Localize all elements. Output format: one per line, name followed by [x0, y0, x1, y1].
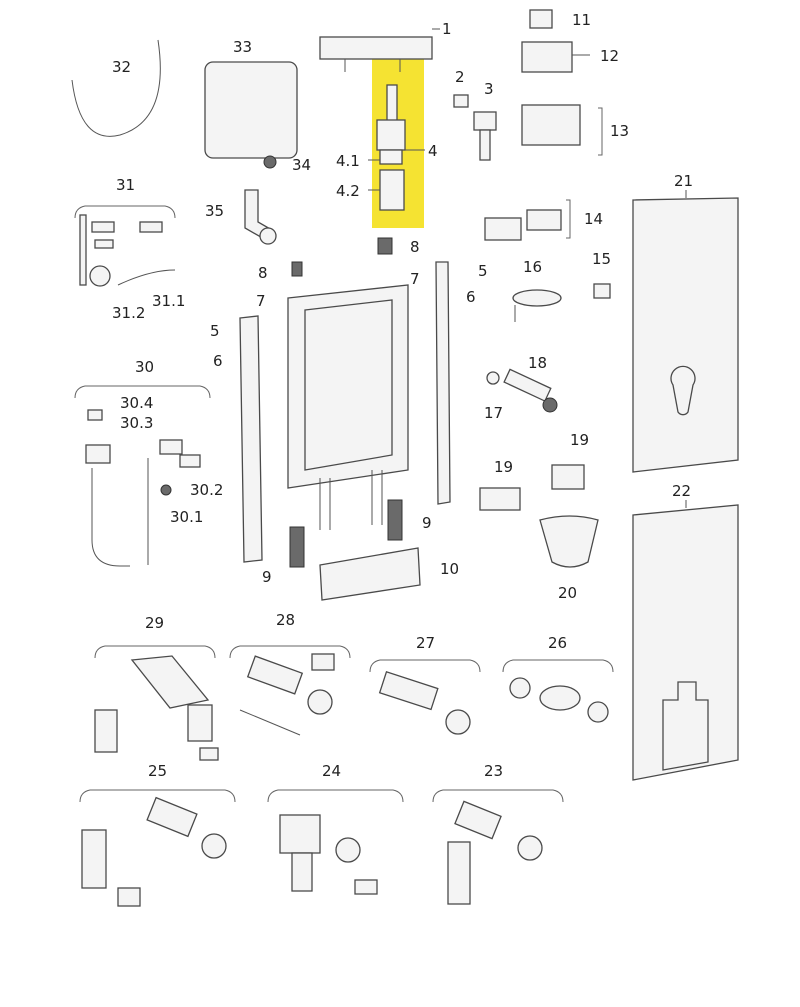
part-20-handle[interactable]	[539, 515, 599, 568]
label-12: 12	[600, 47, 619, 65]
label-19-b: 19	[570, 431, 589, 449]
part-23-bend-set[interactable]	[447, 800, 543, 905]
part-1-actuator-plate[interactable]	[319, 36, 433, 72]
label-33: 33	[233, 38, 252, 56]
part-19-cover-right[interactable]	[551, 464, 585, 490]
part-9-left[interactable]	[289, 526, 305, 568]
part-13-flush-mechanism[interactable]	[521, 104, 581, 146]
label-13: 13	[610, 122, 629, 140]
label-4-2: 4.2	[336, 182, 360, 200]
label-31-1: 31.1	[152, 292, 185, 310]
label-27: 27	[416, 634, 435, 652]
part-21-front-panel[interactable]	[632, 190, 739, 473]
label-21: 21	[674, 172, 693, 190]
part-10-cover[interactable]	[319, 547, 421, 601]
label-15: 15	[592, 250, 611, 268]
part-12-flush-valve-unit[interactable]	[521, 41, 590, 73]
part-6-left-rail[interactable]	[239, 315, 263, 563]
label-6-left: 6	[213, 352, 223, 370]
label-29: 29	[145, 614, 164, 632]
label-7-right: 7	[410, 270, 420, 288]
part-25-drain-set[interactable]	[81, 796, 227, 907]
label-26: 26	[548, 634, 567, 652]
label-20: 20	[558, 584, 577, 602]
part-2-valve-screw[interactable]	[453, 94, 469, 108]
label-5-right: 5	[478, 262, 488, 280]
part-35-elbow[interactable]	[244, 189, 277, 245]
label-9-right: 9	[422, 514, 432, 532]
part-19-cover-left[interactable]	[479, 487, 521, 511]
label-7-left: 7	[256, 292, 266, 310]
label-30-4: 30.4	[120, 394, 153, 412]
part-9-right[interactable]	[387, 499, 403, 541]
label-23: 23	[484, 762, 503, 780]
label-31-2: 31.2	[112, 304, 145, 322]
label-14: 14	[584, 210, 603, 228]
label-3: 3	[484, 80, 494, 98]
part-14-connector-box[interactable]	[484, 209, 562, 241]
label-28: 28	[276, 611, 295, 629]
label-30-2: 30.2	[190, 481, 223, 499]
label-2: 2	[455, 68, 465, 86]
label-22: 22	[672, 482, 691, 500]
part-27-pipe-set[interactable]	[378, 671, 471, 735]
part-18-pipe[interactable]	[503, 368, 558, 413]
part-31-connection-set[interactable]	[79, 214, 176, 287]
label-10: 10	[440, 560, 459, 578]
label-19-a: 19	[494, 458, 513, 476]
label-8-left: 8	[258, 264, 268, 282]
part-34-nut[interactable]	[263, 155, 277, 169]
part-16-cable[interactable]	[512, 289, 562, 322]
part-28-connection-set[interactable]	[239, 653, 335, 736]
label-5-left: 5	[210, 322, 220, 340]
part-30-supply-set[interactable]	[85, 409, 201, 567]
label-8-right: 8	[410, 238, 420, 256]
part-6-right-rail[interactable]	[435, 261, 451, 505]
part-4-fill-valve[interactable]	[376, 84, 406, 211]
label-17: 17	[484, 404, 503, 422]
part-17-ring[interactable]	[486, 371, 500, 385]
label-31: 31	[116, 176, 135, 194]
part-33-cistern[interactable]	[204, 61, 298, 159]
part-8-bracket-left[interactable]	[291, 261, 303, 277]
label-1: 1	[442, 20, 452, 38]
part-32-hose[interactable]	[71, 39, 161, 137]
label-9-left: 9	[262, 568, 272, 586]
part-24-flex-drain-set[interactable]	[279, 814, 378, 895]
label-35: 35	[205, 202, 224, 220]
part-26-elbow-set[interactable]	[509, 677, 609, 723]
part-3-stop-valve[interactable]	[473, 111, 497, 161]
part-11-cap[interactable]	[529, 9, 553, 29]
label-30-3: 30.3	[120, 414, 153, 432]
label-24: 24	[322, 762, 341, 780]
label-16: 16	[523, 258, 542, 276]
label-30-1: 30.1	[170, 508, 203, 526]
part-22-lower-panel[interactable]	[632, 500, 739, 781]
label-4: 4	[428, 142, 438, 160]
part-frame[interactable]	[287, 284, 409, 530]
label-30: 30	[135, 358, 154, 376]
label-25: 25	[148, 762, 167, 780]
label-11: 11	[572, 11, 591, 29]
part-15-plug[interactable]	[593, 283, 611, 299]
part-8-bracket-top[interactable]	[377, 237, 393, 255]
label-34: 34	[292, 156, 311, 174]
label-4-1: 4.1	[336, 152, 360, 170]
label-6-right: 6	[466, 288, 476, 306]
label-32: 32	[112, 58, 131, 76]
part-29-drain-set[interactable]	[94, 655, 219, 761]
label-18: 18	[528, 354, 547, 372]
